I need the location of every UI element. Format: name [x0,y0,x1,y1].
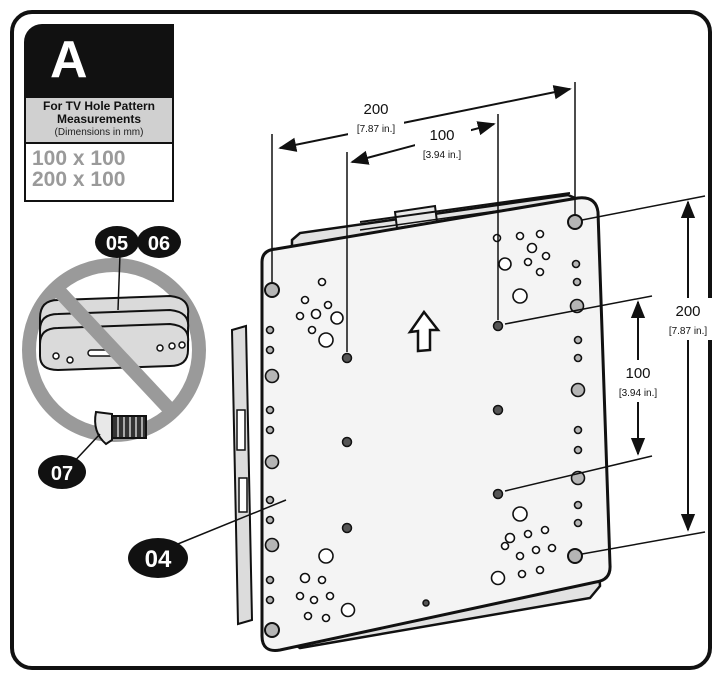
dim-top-outer-in: [7.87 in.] [357,124,396,135]
pattern-info: For TV Hole Pattern Measurements (Dimens… [24,98,174,202]
callout-05: 05 [95,226,139,258]
pattern-200x100: 200 x 100 [32,168,126,191]
extension-lines [271,82,706,555]
prohibited-slash [52,285,180,419]
up-arrow-icon [407,309,441,353]
dim-top-outer-mm: 200 [363,101,388,118]
wall-plate [260,196,612,652]
callout-07-label: 07 [51,463,73,485]
back-plate-edge [359,192,571,223]
hole-cluster-top-right [492,229,551,304]
heading-line-2: Measurements [56,112,142,126]
dim-right-inner-bg [612,360,666,402]
hole-cluster-bottom-left [295,548,356,623]
callout-07: 07 [38,455,86,489]
corner-holes [264,214,583,638]
prohibited-hardware [22,258,206,446]
hole-cluster-bottom-right [490,506,557,586]
pattern-heading: For TV Hole Pattern Measurements (Dimens… [26,98,172,144]
heading-line-1: For TV Hole Pattern [42,99,155,113]
dim-right-inner-mm: 100 [625,365,650,382]
dim-top-outer-bg [348,96,404,138]
pattern-100x100: 100 x 100 [32,147,126,170]
panel-letter: A [50,31,88,89]
mounting-holes [341,320,504,607]
dim-top-inner-bg [415,122,471,164]
dim-top-inner-in: [3.94 in.] [423,150,462,161]
callout-06-label: 06 [148,233,170,255]
left-rail [230,324,254,626]
dim-right-inner-in: [3.94 in.] [619,388,658,399]
dim-right-outer-bg [662,298,712,340]
dim-right-outer-in: [7.87 in.] [669,326,708,337]
info-panel: A For TV Hole Pattern Measurements (Dime… [24,24,174,202]
left-edge-holes [264,325,280,605]
screw-icon [94,410,147,446]
callout-05-label: 05 [106,233,128,255]
heading-line-3: (Dimensions in mm) [54,127,144,138]
dim-right-outer-mm: 200 [675,303,700,320]
spacer-holes [52,341,186,364]
callout-06: 06 [137,226,181,258]
callout-04: 04 [128,538,188,578]
rail-slot-bottom [238,477,248,513]
rail-slot-top [236,409,246,451]
dim-top-inner-mm: 100 [429,127,454,144]
hole-cluster-top-left [295,277,344,348]
panel-letter-tab: A [24,24,174,98]
callout-04-label: 04 [145,546,172,573]
